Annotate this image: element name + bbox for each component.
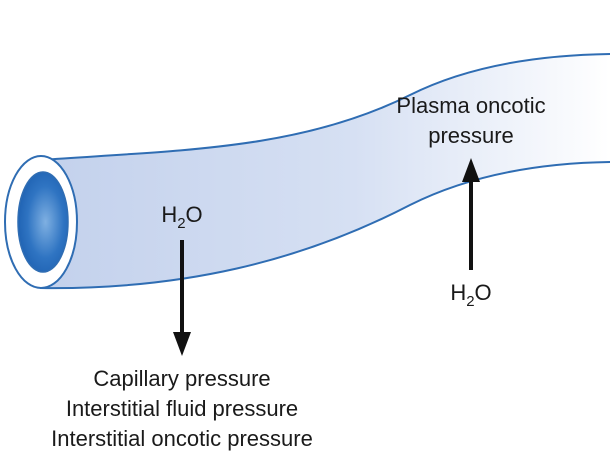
interstitial-oncotic-pressure-label: Interstitial oncotic pressure: [51, 426, 313, 451]
vessel-top-edge: [39, 53, 610, 161]
water-label-left: H2O: [161, 202, 202, 232]
outflow-arrow-head: [173, 332, 191, 356]
capillary-vessel: [40, 54, 610, 289]
plasma-oncotic-label-line1: Plasma oncotic: [396, 93, 545, 118]
inflow-arrow-head: [462, 158, 480, 182]
interstitial-fluid-pressure-label: Interstitial fluid pressure: [66, 396, 298, 421]
capillary-pressure-label: Capillary pressure: [93, 366, 270, 391]
vessel-lumen: [17, 171, 69, 273]
plasma-oncotic-label-line2: pressure: [428, 123, 514, 148]
vessel-bottom-edge: [39, 161, 610, 290]
water-label-right: H2O: [450, 280, 491, 310]
